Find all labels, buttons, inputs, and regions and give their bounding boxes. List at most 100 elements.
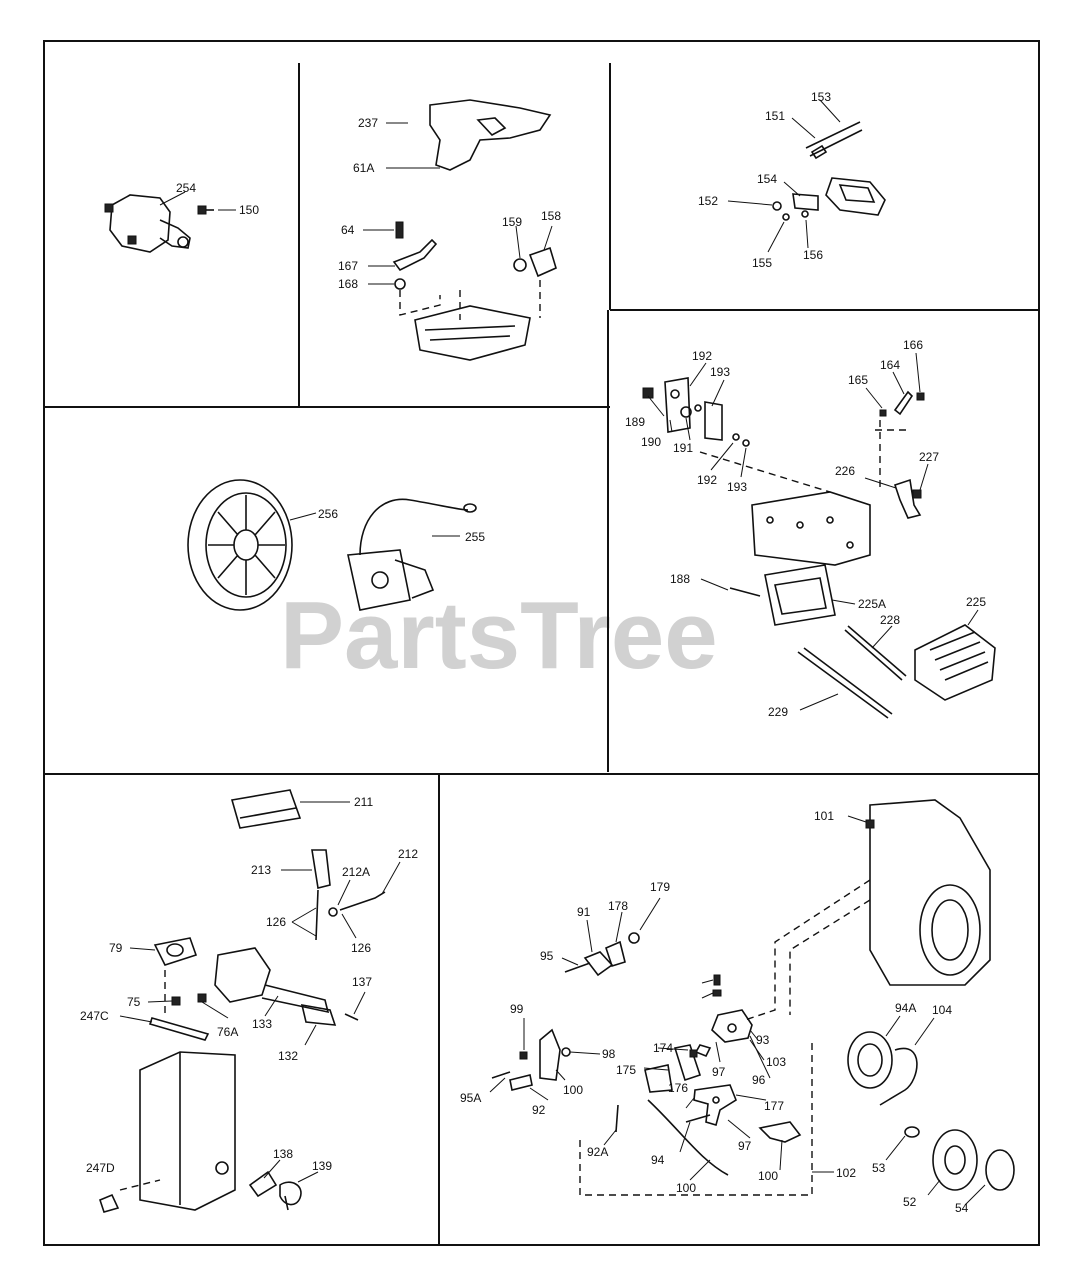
valve-cover-drawing: [729, 564, 836, 626]
callout-governor-plate-11: 226: [835, 464, 855, 478]
engine-block-drawing: [865, 799, 991, 986]
callout-carburetor-14: 138: [273, 1147, 293, 1161]
callout-governor-plate-12: 188: [670, 572, 690, 586]
callout-starter-0: 254: [176, 181, 196, 195]
callout-carburetor-12: 132: [278, 1049, 298, 1063]
callout-governor-plate-2: 189: [625, 415, 645, 429]
callout-governor-linkage-27: 52: [903, 1195, 917, 1209]
callout-blower-1: 61A: [353, 161, 374, 175]
callout-governor-plate-14: 225: [966, 595, 986, 609]
callout-breather-0: 153: [811, 90, 831, 104]
callout-governor-plate-5: 192: [697, 473, 717, 487]
callout-governor-plate-15: 228: [880, 613, 900, 627]
callout-governor-linkage-26: 53: [872, 1161, 886, 1175]
fuel-tank-drawing: [139, 1051, 236, 1211]
air-filter-drawing: [230, 789, 302, 829]
callout-governor-linkage-20: 94: [651, 1153, 665, 1167]
head-drawing: [414, 305, 531, 361]
callout-governor-linkage-2: 178: [608, 899, 628, 913]
starter-motor-drawing: [104, 194, 191, 253]
cylinder-head-drawing: [914, 624, 996, 701]
governor-lever-drawing: [879, 390, 925, 519]
speed-control-drawing: [564, 932, 640, 977]
flywheel-drawing: [187, 479, 293, 611]
callout-carburetor-2: 212A: [342, 865, 370, 879]
callout-blower-0: 237: [358, 116, 378, 130]
starter-cup-drawing: [847, 1031, 1015, 1191]
magneto-drawing: [347, 498, 477, 611]
callout-governor-linkage-7: 174: [653, 1041, 673, 1055]
callout-governor-linkage-0: 101: [814, 809, 834, 823]
primer-drawing: [311, 849, 331, 941]
callout-governor-linkage-21: 100: [676, 1181, 696, 1195]
callout-breather-1: 151: [765, 109, 785, 123]
callout-governor-linkage-19: 92A: [587, 1145, 608, 1159]
callout-governor-linkage-10: 93: [756, 1033, 770, 1047]
callout-governor-linkage-18: 97: [738, 1139, 752, 1153]
callout-governor-linkage-13: 95A: [460, 1091, 481, 1105]
callout-carburetor-9: 76A: [217, 1025, 238, 1039]
governor-plate-panel: [642, 352, 996, 719]
callout-governor-linkage-28: 54: [955, 1201, 969, 1215]
callout-governor-linkage-24: 94A: [895, 1001, 916, 1015]
watermark: PartsTree: [280, 582, 718, 689]
callout-governor-linkage-8: 175: [616, 1063, 636, 1077]
callout-blower-5: 159: [502, 215, 522, 229]
callout-carburetor-0: 211: [354, 795, 373, 809]
callout-blower-2: 64: [341, 223, 355, 237]
callout-carburetor-8: 247C: [80, 1009, 109, 1023]
breather-panel: [727, 99, 886, 253]
callout-governor-plate-9: 166: [903, 338, 923, 352]
callout-governor-linkage-16: 177: [764, 1099, 784, 1113]
callout-carburetor-5: 126: [351, 941, 371, 955]
panel-frames: [43, 40, 1040, 1246]
callout-governor-plate-4: 191: [673, 441, 693, 455]
fuel-cap-drawing: [99, 1170, 302, 1213]
callout-governor-linkage-17: 176: [668, 1081, 688, 1095]
callout-governor-linkage-25: 104: [932, 1003, 952, 1017]
callout-carburetor-15: 139: [312, 1159, 332, 1173]
callout-governor-linkage-14: 92: [532, 1103, 546, 1117]
plate-drawing: [751, 491, 871, 566]
callout-governor-linkage-5: 99: [510, 1002, 524, 1016]
callout-governor-plate-16: 229: [768, 705, 788, 719]
screw-drawing: [197, 205, 214, 215]
flywheel-panel: [187, 479, 477, 611]
callout-flywheel-0: 256: [318, 507, 338, 521]
callout-governor-linkage-6: 98: [602, 1047, 616, 1061]
ignition-coil-drawing: [513, 246, 557, 278]
callout-governor-plate-8: 164: [880, 358, 900, 372]
callout-governor-plate-0: 192: [692, 349, 712, 363]
callout-carburetor-4: 126: [266, 915, 286, 929]
callout-carburetor-6: 79: [109, 941, 123, 955]
callout-governor-plate-6: 193: [727, 480, 747, 494]
callout-blower-3: 167: [338, 259, 358, 273]
bracket-assembly-drawing: [642, 377, 750, 447]
callout-governor-linkage-3: 91: [577, 905, 591, 919]
callout-flywheel-1: 255: [465, 530, 485, 544]
callout-breather-5: 156: [803, 248, 823, 262]
starter-panel: [104, 191, 236, 253]
breather-tube-drawing: [805, 121, 863, 160]
callout-governor-linkage-1: 179: [650, 880, 670, 894]
breather-cover-drawing: [772, 177, 886, 221]
callout-governor-linkage-9: 97: [712, 1065, 726, 1079]
throttle-bracket-drawing: [491, 1028, 571, 1091]
governor-linkage-panel: [489, 799, 1015, 1206]
blower-housing-drawing: [429, 99, 552, 171]
callout-blower-6: 158: [541, 209, 561, 223]
callout-carburetor-13: 247D: [86, 1161, 115, 1175]
callout-carburetor-10: 133: [252, 1017, 272, 1031]
callout-governor-plate-13: 225A: [858, 597, 886, 611]
callout-governor-linkage-22: 100: [758, 1169, 778, 1183]
callout-carburetor-11: 137: [352, 975, 372, 989]
callout-governor-linkage-12: 96: [752, 1073, 766, 1087]
blower-panel: [363, 99, 557, 361]
callout-governor-plate-3: 190: [641, 435, 661, 449]
callout-carburetor-1: 213: [251, 863, 271, 877]
callout-governor-plate-7: 165: [848, 373, 868, 387]
callout-governor-plate-1: 193: [710, 365, 730, 379]
governor-arm-drawing: [615, 974, 802, 1176]
